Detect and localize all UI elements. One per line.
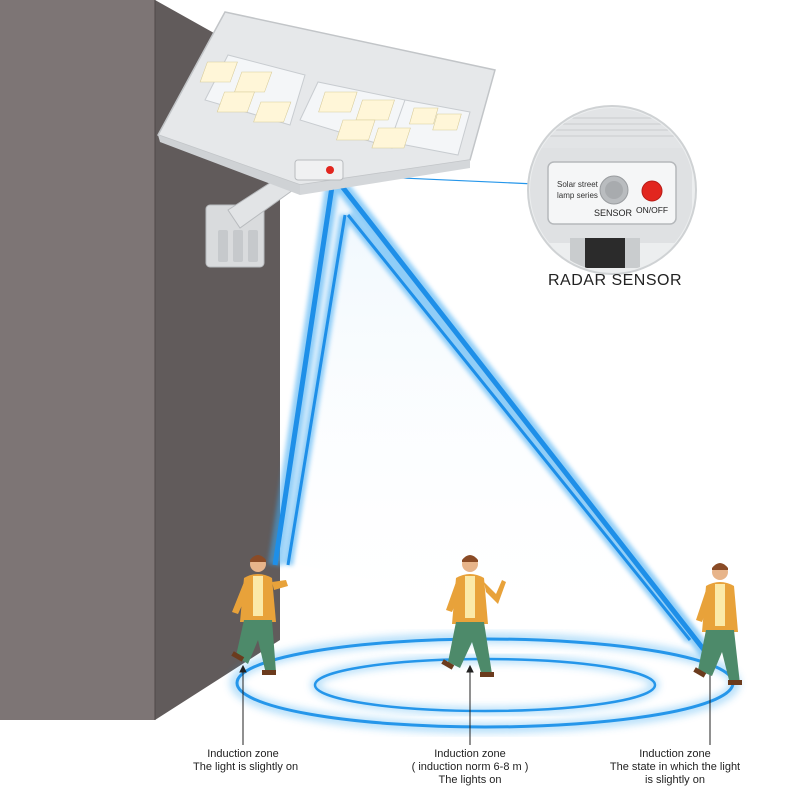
person-left xyxy=(231,555,288,675)
zone-left-line2: The light is slightly on xyxy=(193,761,299,773)
led-panels xyxy=(199,54,471,156)
lamp-switch-dot xyxy=(326,166,334,174)
sensor-label-line2: lamp series xyxy=(557,191,598,200)
sensor-text: SENSOR xyxy=(594,208,633,218)
wall-side xyxy=(155,0,280,720)
radar-sensor-title: RADAR SENSOR xyxy=(547,272,683,289)
wall-front xyxy=(0,0,155,720)
lamp-sensor-plate xyxy=(294,159,344,181)
zone-middle-line3: The lights on xyxy=(438,774,502,786)
zone-caption-middle: Induction zone ( induction norm 6-8 m ) … xyxy=(410,748,530,787)
sensor-label-line1: Solar street xyxy=(557,180,599,189)
zone-caption-right: Induction zone The state in which the li… xyxy=(600,748,750,787)
sensor-callout: Solar street lamp series SENSOR ON/OFF xyxy=(527,105,697,275)
street-lamp xyxy=(156,11,496,195)
caption-pointers xyxy=(239,661,714,745)
zone-caption-left: Induction zone The light is slightly on xyxy=(193,748,299,774)
radar-beams xyxy=(268,174,714,660)
wall xyxy=(0,0,280,720)
zone-middle-line2: ( induction norm 6-8 m ) xyxy=(411,761,529,773)
zone-right-line1: Induction zone xyxy=(639,748,711,760)
beam-right xyxy=(335,178,710,657)
person-right xyxy=(693,563,742,685)
beam-left xyxy=(272,179,336,566)
zone-left-line1: Induction zone xyxy=(207,748,279,760)
switch-text: ON/OFF xyxy=(636,205,668,215)
switch-button xyxy=(641,180,663,202)
person-middle xyxy=(441,555,506,677)
zone-middle-line1: Induction zone xyxy=(434,748,506,760)
zone-right-line2: The state in which the light xyxy=(609,761,741,773)
zone-right-line3: is slightly on xyxy=(645,774,705,786)
